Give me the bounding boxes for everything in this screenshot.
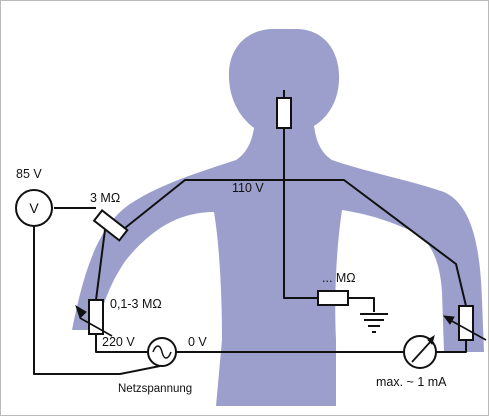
left-resistor-down-wire bbox=[95, 221, 107, 301]
sine-wave-icon bbox=[152, 345, 172, 359]
right-variable-resistor bbox=[458, 305, 474, 341]
voltmeter-circle-icon bbox=[15, 189, 53, 227]
ground-resistor-label: ... MΩ bbox=[322, 271, 356, 285]
resistors bbox=[88, 97, 474, 341]
left-hand-to-source-wire bbox=[95, 334, 148, 353]
head-node-voltage-label: 110 V bbox=[232, 181, 264, 195]
resistor-3mohm bbox=[92, 209, 129, 242]
ac-source bbox=[147, 337, 177, 367]
ground-branch-wire bbox=[283, 128, 318, 299]
labels: 85 V 3 MΩ 110 V ... MΩ 0,1-3 MΩ 220 V 0 … bbox=[16, 167, 447, 395]
right-variable-arrow-icon bbox=[449, 319, 487, 341]
ground-resistor bbox=[317, 290, 349, 306]
ammeter-to-right-hand-wire bbox=[436, 340, 467, 353]
ammeter-limit-label: max. ~ 1 mA bbox=[376, 375, 447, 389]
resistor-3mohm-label: 3 MΩ bbox=[90, 191, 120, 205]
voltmeter-return-wire bbox=[33, 226, 161, 375]
arm-wire bbox=[119, 179, 467, 307]
ground-to-earth-wire bbox=[348, 297, 375, 312]
human-silhouette bbox=[72, 29, 484, 406]
mains-live-label: 220 V bbox=[102, 335, 135, 349]
voltmeter-value-label: 85 V bbox=[16, 167, 42, 181]
left-arrow-head-icon bbox=[75, 304, 87, 319]
variable-resistor-label: 0,1-3 MΩ bbox=[110, 297, 162, 311]
mains-source-label: Netzspannung bbox=[118, 383, 192, 395]
left-variable-arrow-icon bbox=[79, 317, 113, 337]
right-arrow-head-icon bbox=[442, 315, 455, 325]
head-resistor bbox=[276, 97, 292, 129]
variable-arrows bbox=[75, 304, 487, 341]
mains-neutral-label: 0 V bbox=[188, 335, 207, 349]
earth-ground-icon bbox=[360, 313, 388, 333]
meter-needle bbox=[411, 339, 433, 363]
body-shape bbox=[72, 29, 484, 406]
voltmeter: V bbox=[15, 189, 53, 227]
meter-needle-head bbox=[427, 334, 435, 345]
voltmeter-symbol: V bbox=[29, 200, 39, 216]
ammeter bbox=[403, 334, 437, 369]
